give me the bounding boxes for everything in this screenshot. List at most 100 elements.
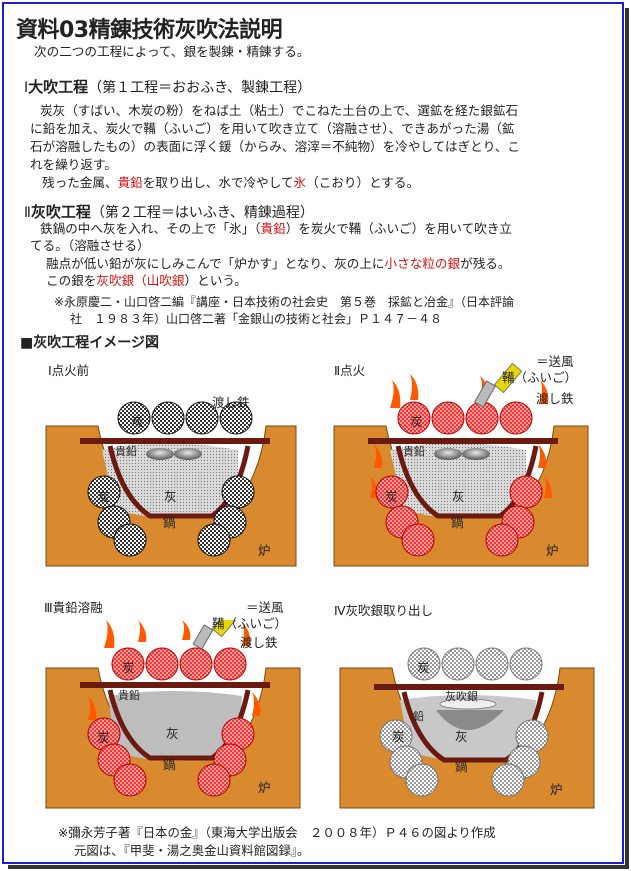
spent-charcoal — [509, 647, 543, 681]
reference-line2: 社 １９８３年）山口啓二著「金銀山の技術と社会」Ｐ１４７－４８ — [70, 312, 443, 326]
panel-2-pot-label: 鍋 — [451, 515, 464, 530]
frame-shadow-bottom — [8, 865, 629, 869]
step1-line4: れを繰り返す。 — [30, 157, 117, 172]
panel-3-furnace-label: 炉 — [258, 780, 271, 795]
document-title: 資料03精錬技術灰吹法説明 — [16, 18, 283, 43]
step1-name: 大吹工程 — [28, 78, 89, 96]
frame-shadow-right — [625, 8, 629, 868]
molten-kien-in-ash — [108, 691, 242, 761]
step2-line4-part: この銀を — [46, 273, 97, 288]
burning-charcoal-top — [397, 401, 533, 435]
iron-pot — [107, 445, 251, 519]
panel-1-furnace-label: 炉 — [258, 543, 271, 558]
charcoal — [185, 401, 219, 435]
step2-line3: 融点が低い鉛が灰にしみこんで「炉かす」となり、灰の上に小さな粒の銀が残る。 — [46, 255, 510, 273]
iron-pot — [395, 445, 539, 519]
kien-term: 貴鉛 — [260, 221, 286, 236]
panel-2-side-charcoal-label: 炭 — [385, 489, 398, 504]
step2-line4: この銀を灰吹銀（山吹銀）という。 — [46, 272, 247, 290]
iron-bar — [374, 684, 564, 690]
step2-line2: てる。（溶融させる） — [30, 238, 150, 253]
panel-3-air-label: ＝送風 — [246, 600, 284, 615]
step2-line3-part: 融点が低い鉛が灰にしみこんで「炉かす」となり、灰の上に — [46, 256, 385, 271]
burning-charcoal — [375, 475, 409, 509]
silver-grain-term: 小さな粒の銀 — [384, 256, 461, 271]
panel-2-title: Ⅱ点火 — [334, 363, 366, 378]
step1-line1: 炭灰（すばい、木炭の粉）をねば土（粘土）でこねた土台の上で、選鉱を経た銀鉱石 — [40, 103, 519, 118]
ash-bed — [390, 443, 526, 518]
kien-lump — [174, 448, 202, 460]
panel-3-pot-label: 鍋 — [163, 757, 176, 772]
panel-2-ash-label: 灰 — [452, 489, 465, 504]
panel-4-silver-extraction — [336, 620, 598, 810]
burning-charcoal — [431, 401, 465, 435]
panel-2-bellows-label: 鞴（ふいご） — [502, 370, 578, 385]
burning-charcoal — [213, 647, 247, 681]
burning-charcoal — [179, 647, 213, 681]
yamabukigin-term: 山吹銀 — [146, 273, 185, 288]
panel-3-bar-label: 渡し鉄 — [240, 635, 278, 650]
charcoal-top-row — [117, 401, 253, 435]
charcoal — [197, 523, 231, 557]
kien-lump — [146, 448, 174, 460]
ash-bed — [102, 443, 238, 518]
panel-1-title: Ⅰ点火前 — [48, 363, 90, 378]
haifukigin-silver — [439, 698, 497, 710]
panel-4-pot-label: 鍋 — [455, 759, 468, 774]
diagram-section-heading: ■灰吹工程イメージ図 — [20, 335, 159, 351]
burning-charcoal-side — [87, 717, 255, 797]
panel-1-bar-label: 渡し鉄 — [212, 395, 250, 410]
intro-text: 次の二つの工程によって、銀を製錬・精錬する。 — [34, 44, 310, 59]
footnote-line1: ※彌永芳子著『日本の金』（東海大学出版会 ２００８年）Ｐ４６の図より作成 — [58, 825, 496, 840]
panel-4-title: Ⅳ灰吹銀取り出し — [334, 603, 434, 618]
step1-heading: Ⅰ大吹工程（第１工程＝おおふき、製錬工程） — [24, 76, 311, 97]
spent-charcoal — [491, 763, 525, 797]
burning-charcoal — [111, 647, 145, 681]
koori-term: 氷 — [293, 175, 307, 190]
panel-2-ignition — [330, 348, 592, 568]
charcoal — [219, 401, 253, 435]
panel-1-drawing — [45, 401, 297, 567]
burning-charcoal — [485, 523, 519, 557]
panel-2-drawing — [333, 362, 589, 567]
step2-line1-part: ）を炭火で鞴（ふいご）を用いて吹き立 — [285, 221, 513, 236]
panel-3-side-charcoal-label: 炭 — [97, 730, 110, 745]
bellows-icon — [473, 362, 523, 408]
charcoal — [117, 401, 151, 435]
panel-3-bellows-label: 鞴（ふいご） — [212, 616, 288, 631]
panel-4-furnace-label: 炉 — [550, 782, 563, 797]
panel-4-haifukigin-label: 灰吹銀 — [445, 690, 478, 703]
burning-charcoal — [499, 401, 533, 435]
step1-line5: 残った金属、貴鉛を取り出し、水で冷やして氷（こおり）とする。 — [42, 174, 419, 192]
panel-1-charcoal-label: 炭 — [131, 414, 144, 429]
charcoal — [151, 401, 185, 435]
step1-number: Ⅰ — [24, 80, 29, 96]
iron-bar — [80, 682, 270, 688]
iron-bar — [368, 438, 558, 444]
burning-charcoal — [465, 401, 499, 435]
spent-charcoal-side — [379, 719, 549, 797]
kien-term: 貴鉛 — [117, 175, 143, 190]
step1-line5-part: を取り出し、水で冷やして — [142, 175, 294, 190]
panel-1-before-ignition — [42, 358, 300, 568]
burning-charcoal — [401, 523, 435, 557]
panel-4-charcoal-label: 炭 — [417, 660, 430, 675]
panel-4-lead-label: 鉛 — [413, 710, 424, 723]
burning-charcoal — [197, 763, 231, 797]
burning-charcoal — [145, 647, 179, 681]
panel-3-title: Ⅲ貴鉛溶融 — [44, 600, 103, 615]
burning-charcoal-top — [111, 647, 247, 681]
panel-2-kien-label: 貴鉛 — [403, 445, 425, 458]
panel-2-air-label: ＝送風 — [536, 354, 574, 369]
reference-line1: ※永原慶二・山口啓二編『講座・日本技術の社会史 第５巻 採鉱と冶金』（日本評論 — [54, 295, 515, 309]
step1-line5-part: 残った金属、 — [42, 175, 118, 190]
panel-4-ash-label: 灰 — [455, 729, 468, 744]
step1-subtitle: （第１工程＝おおふき、製錬工程） — [88, 80, 312, 96]
charcoal — [221, 475, 255, 509]
step2-line4-part: （ — [134, 273, 147, 288]
step2-line1: 鉄鍋の中へ灰を入れ、その上で「氷」（貴鉛）を炭火で鞴（ふいご）を用いて吹き立 — [40, 220, 512, 238]
spent-charcoal — [475, 647, 509, 681]
step1-line5-part: （こおり）とする。 — [306, 175, 420, 190]
step2-heading: Ⅱ灰吹工程（第２工程＝はいふき、精錬過程） — [24, 201, 314, 222]
iron-bar — [80, 438, 270, 444]
